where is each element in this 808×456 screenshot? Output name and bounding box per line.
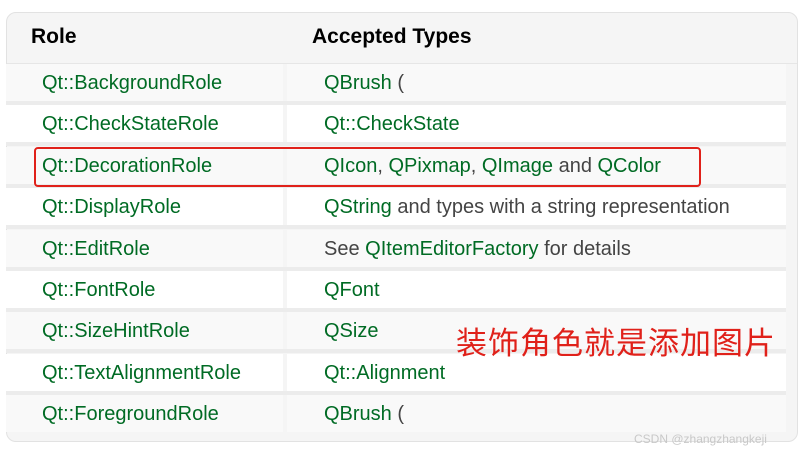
role-cell: Qt::SizeHintRole <box>6 312 283 349</box>
type-link[interactable]: QPixmap <box>388 155 471 177</box>
type-link[interactable]: Qt::Alignment <box>324 362 446 384</box>
table-row: Qt::DisplayRole QString and types with a … <box>6 188 786 225</box>
role-link[interactable]: Qt::CheckStateRole <box>42 113 219 135</box>
types-text: QString and types with a string represen… <box>324 196 730 218</box>
type-text: and <box>553 155 598 177</box>
role-cell: Qt::DisplayRole <box>6 188 283 225</box>
table-row: Qt::EditRole See QItemEditorFactory for d… <box>6 230 786 267</box>
role-link[interactable]: Qt::FontRole <box>42 279 156 301</box>
types-text: QBrush ( <box>324 403 404 425</box>
row-divider <box>6 391 786 395</box>
highlight-box-decoration-role <box>34 147 701 187</box>
type-text: See <box>324 238 366 260</box>
type-link[interactable]: QBrush <box>324 403 392 425</box>
types-text: Qt::Alignment <box>324 362 445 384</box>
types-text: See QItemEditorFactory for details <box>324 238 631 260</box>
type-link[interactable]: QBrush <box>324 72 392 94</box>
types-cell: Qt::CheckState <box>287 105 786 142</box>
type-link[interactable]: QString <box>324 196 392 218</box>
type-link[interactable]: QColor <box>597 155 661 177</box>
types-text: QSize <box>324 320 378 342</box>
role-cell: Qt::BackgroundRole <box>6 64 283 101</box>
role-link[interactable]: Qt::SizeHintRole <box>42 320 190 342</box>
role-cell: Qt::DecorationRole <box>6 147 283 184</box>
types-text: Qt::CheckState <box>324 113 460 135</box>
type-link[interactable]: QIcon <box>324 155 378 177</box>
types-text: QFont <box>324 279 380 301</box>
row-divider <box>6 225 786 229</box>
table-row: Qt::BackgroundRole QBrush ( <box>6 64 786 101</box>
types-cell: Qt::Alignment <box>287 354 786 391</box>
table-row: Qt::FontRole QFont <box>6 271 786 308</box>
annotation-text: 装饰角色就是添加图片 <box>456 326 776 362</box>
role-link[interactable]: Qt::DecorationRole <box>42 155 213 177</box>
type-text: and types with a string representation <box>391 196 730 218</box>
row-divider <box>6 308 786 312</box>
role-link[interactable]: Qt::DisplayRole <box>42 196 181 218</box>
table-row: Qt::SizeHintRole QSize <box>6 312 786 349</box>
types-cell: See QItemEditorFactory for details <box>287 230 786 267</box>
role-cell: Qt::CheckStateRole <box>6 105 283 142</box>
type-link[interactable]: QFont <box>324 279 380 301</box>
row-divider <box>6 267 786 271</box>
table-row: Qt::ForegroundRole QBrush ( <box>6 395 786 432</box>
table-row: Qt::CheckStateRole Qt::CheckState <box>6 105 786 142</box>
type-link[interactable]: QSize <box>324 320 379 342</box>
role-cell: Qt::TextAlignmentRole <box>6 354 283 391</box>
row-divider <box>6 142 786 146</box>
types-cell: QBrush ( <box>287 64 786 101</box>
header-accepted-types: Accepted Types <box>312 25 472 48</box>
role-link[interactable]: Qt::TextAlignmentRole <box>42 362 241 384</box>
table-row: Qt::DecorationRole QIcon, QPixmap, QImage… <box>6 147 786 184</box>
table-row: Qt::TextAlignmentRole Qt::Alignment <box>6 354 786 391</box>
types-cell: QFont <box>287 271 786 308</box>
role-cell: Qt::ForegroundRole <box>6 395 283 432</box>
watermark: CSDN @zhangzhangkeji <box>634 432 767 446</box>
types-cell: QIcon, QPixmap, QImage and QColor <box>287 147 786 184</box>
role-cell: Qt::EditRole <box>6 230 283 267</box>
type-text: for details <box>538 238 631 260</box>
role-link[interactable]: Qt::ForegroundRole <box>42 403 219 425</box>
role-link[interactable]: Qt::BackgroundRole <box>42 72 223 94</box>
type-link[interactable]: Qt::CheckState <box>324 113 460 135</box>
type-text: , <box>377 155 389 177</box>
type-text: , <box>470 155 482 177</box>
header-role: Role <box>31 25 77 48</box>
type-text: ( <box>391 72 405 94</box>
types-text: QBrush ( <box>324 72 404 94</box>
row-divider <box>6 101 786 105</box>
role-cell: Qt::FontRole <box>6 271 283 308</box>
types-cell: QBrush ( <box>287 395 786 432</box>
types-text: QIcon, QPixmap, QImage and QColor <box>324 155 661 177</box>
role-link[interactable]: Qt::EditRole <box>42 238 150 260</box>
type-link[interactable]: QImage <box>481 155 554 177</box>
types-cell: QString and types with a string represen… <box>287 188 786 225</box>
types-cell: QSize <box>287 312 786 349</box>
table-header: Role Accepted Types <box>7 13 797 64</box>
type-text: ( <box>391 403 405 425</box>
row-divider <box>6 349 786 353</box>
type-link[interactable]: QItemEditorFactory <box>365 238 539 260</box>
